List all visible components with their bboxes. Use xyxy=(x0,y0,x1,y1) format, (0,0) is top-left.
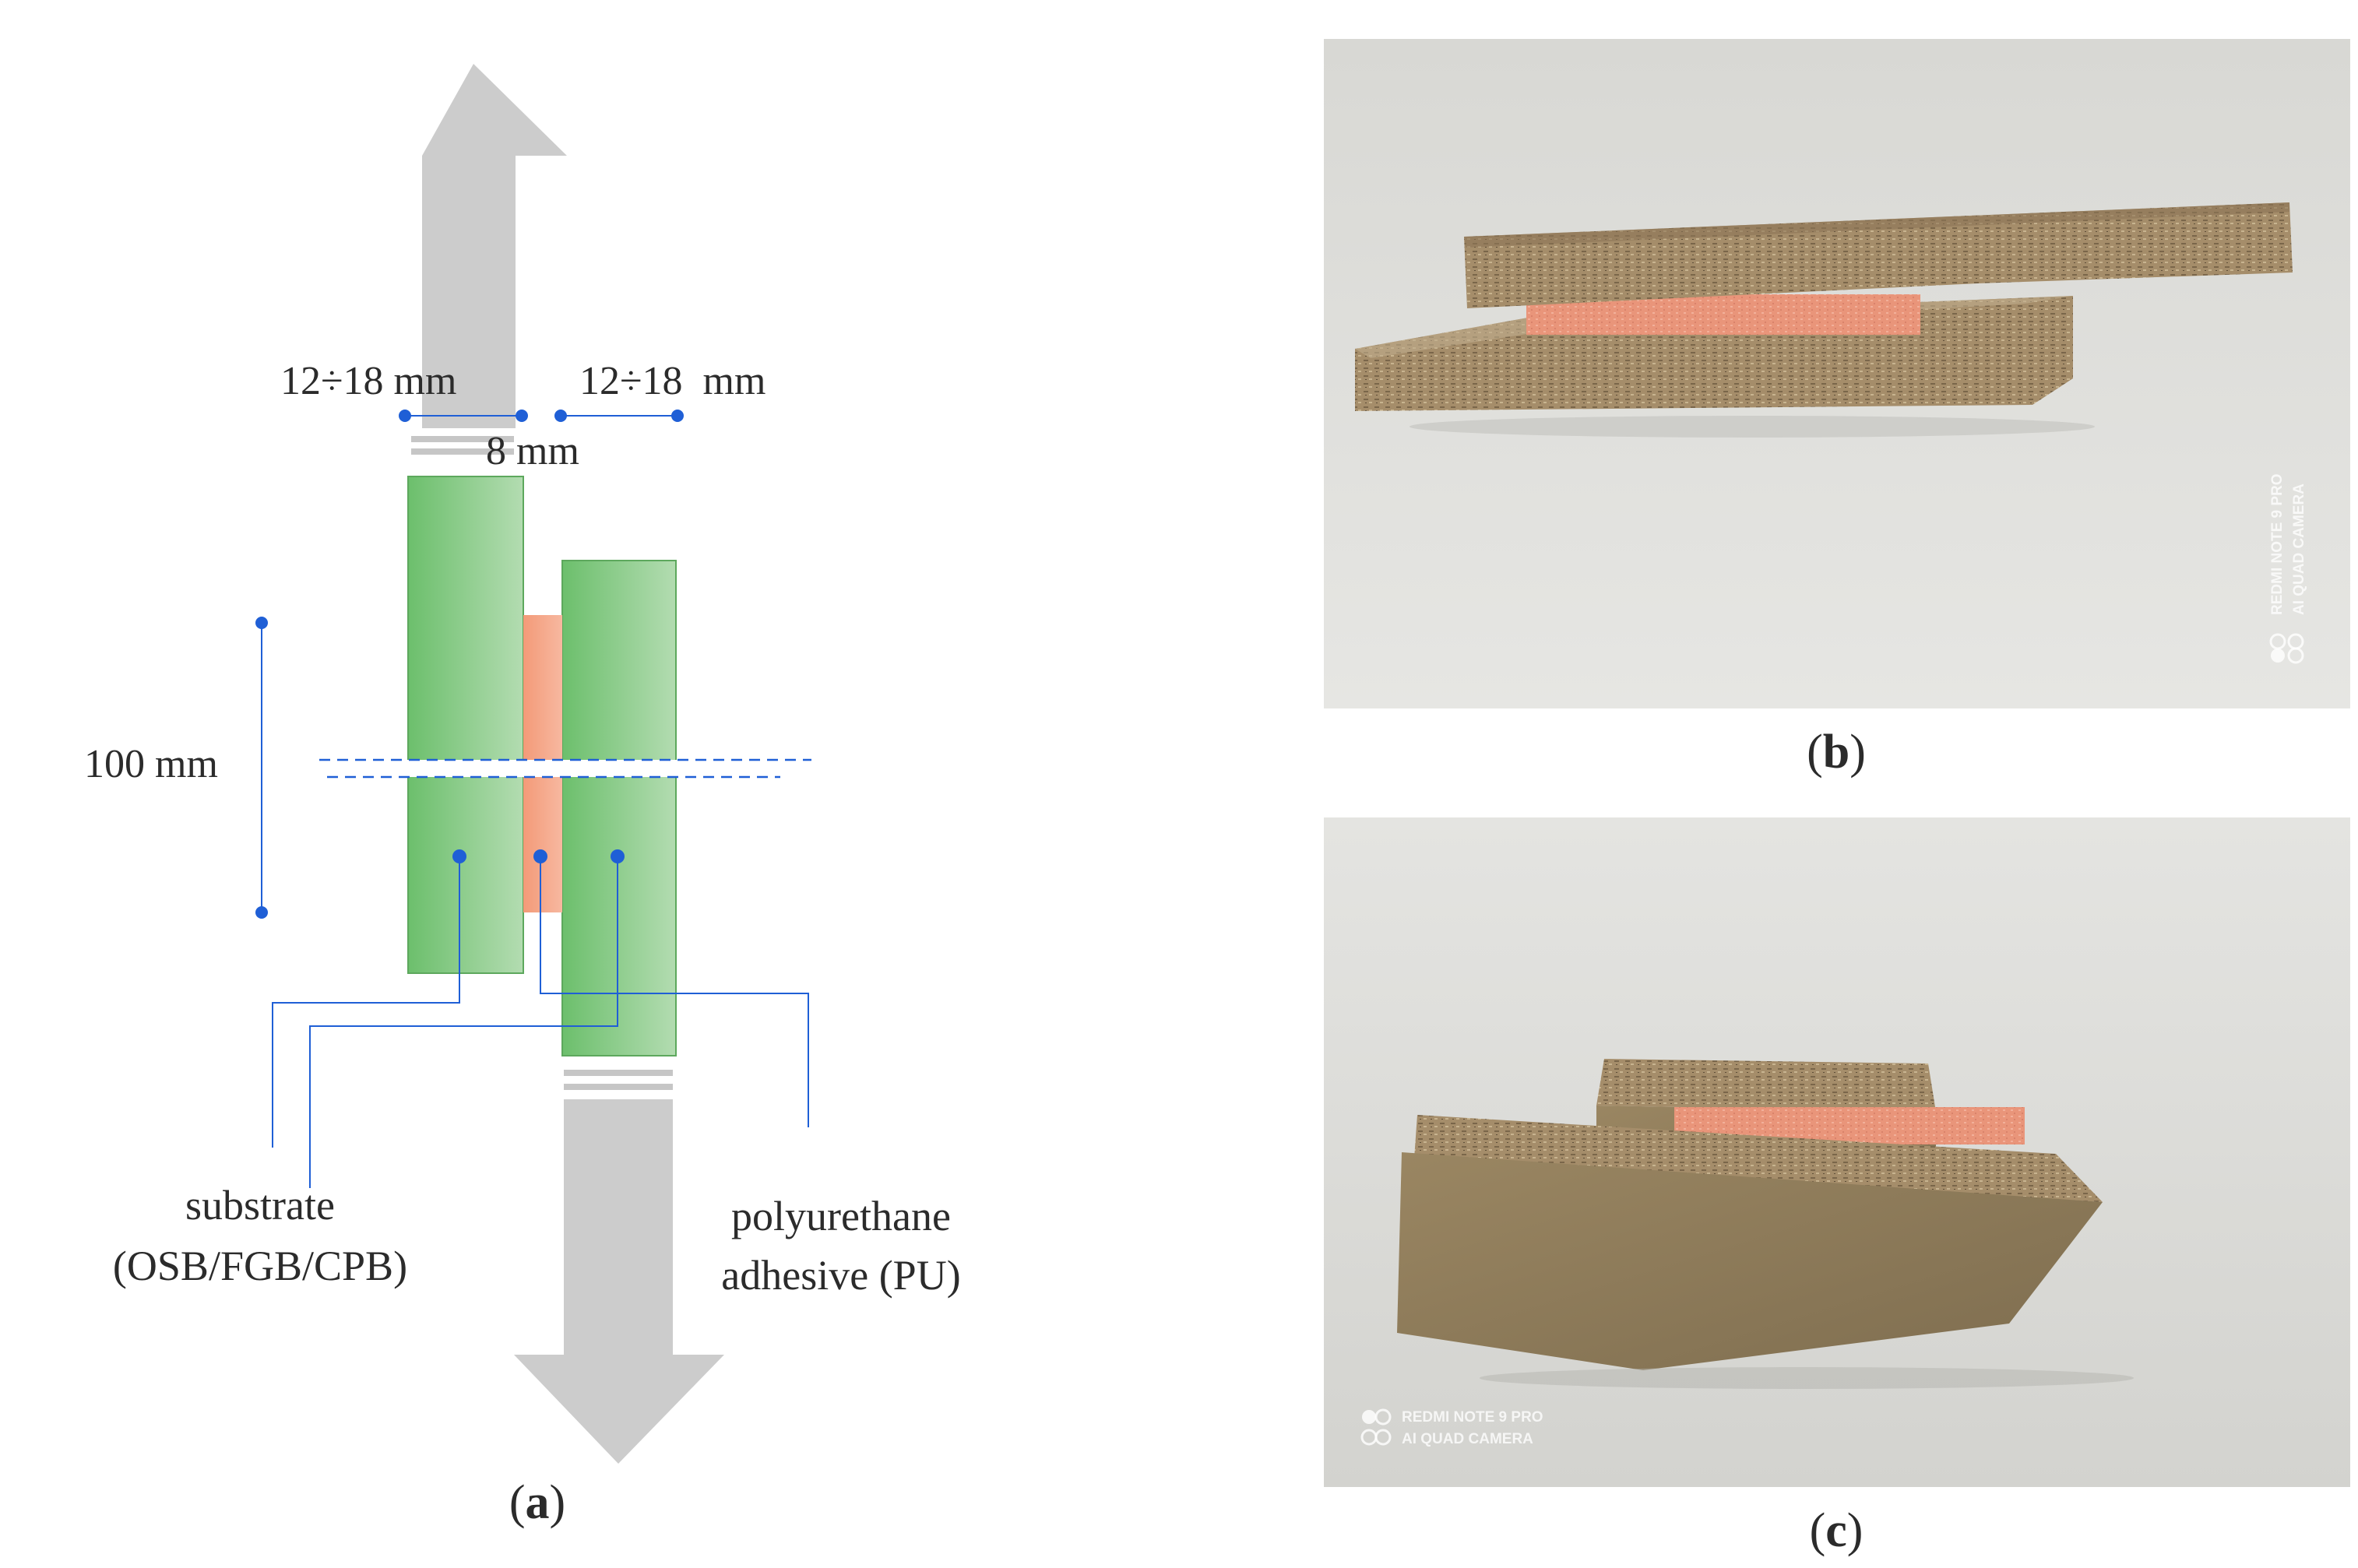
tension-arrow-down-icon xyxy=(514,1099,724,1464)
caption-c: (c) xyxy=(1810,1504,1864,1557)
leader-substrate-right xyxy=(309,856,618,1188)
leader-adhesive xyxy=(540,856,809,1127)
photo-c-watermark-camera: AI QUAD CAMERA xyxy=(1402,1431,1533,1447)
caption-a: (a) xyxy=(509,1476,565,1529)
dim-point xyxy=(255,906,268,919)
tension-arrow-up-icon xyxy=(422,64,567,428)
panel-a-diagram: 12÷18 mm 12÷18 mm 8 mm 100 mm substrate … xyxy=(84,64,961,1529)
dim-label-gap: 8 mm xyxy=(486,429,579,473)
label-substrate-type: (OSB/FGB/CPB) xyxy=(113,1243,407,1289)
grip-stripe-bottom xyxy=(564,1070,673,1076)
break-gap xyxy=(397,760,693,777)
dim-point xyxy=(554,410,567,422)
panel-c-photo: REDMI NOTE 9 PRO AI QUAD CAMERA (c) xyxy=(1324,817,2350,1557)
dim-label-left: 12÷18 mm xyxy=(280,359,456,403)
photo-b-watermark: REDMI NOTE 9 PRO AI QUAD CAMERA xyxy=(2269,473,2307,664)
photo-b-watermark-camera: AI QUAD CAMERA xyxy=(2291,483,2307,615)
dim-point xyxy=(399,410,411,422)
photo-b-watermark-model: REDMI NOTE 9 PRO xyxy=(2269,473,2286,615)
dim-label-right: 12÷18 mm xyxy=(579,359,765,403)
photo-b-lower-board-top xyxy=(1355,296,2073,358)
dim-point xyxy=(671,410,684,422)
leader-point xyxy=(611,849,625,863)
label-adhesive-type: adhesive (PU) xyxy=(721,1252,960,1299)
photo-c-front-board-edge xyxy=(1414,1115,2103,1202)
leader-point xyxy=(452,849,466,863)
grip-stripe-bottom xyxy=(564,1084,673,1090)
substrate-right xyxy=(561,560,677,1056)
leader-point xyxy=(533,849,547,863)
photo-b-shadow xyxy=(1410,416,2095,438)
grip-stripe-top xyxy=(411,436,514,442)
photo-b-upper-board-top xyxy=(1464,202,2289,248)
leader-substrate-left xyxy=(272,856,460,1148)
label-adhesive: polyurethane xyxy=(731,1193,951,1239)
label-substrate: substrate xyxy=(185,1182,335,1229)
dim-label-overlap: 100 mm xyxy=(84,742,218,786)
dim-point xyxy=(255,617,268,629)
substrate-left xyxy=(407,476,524,974)
photo-c-watermark: REDMI NOTE 9 PRO AI QUAD CAMERA xyxy=(1360,1408,1543,1447)
photo-c-shadow xyxy=(1480,1367,2134,1389)
photo-c-front-board-face xyxy=(1397,1152,2103,1370)
grip-stripe-top xyxy=(411,448,514,455)
panel-b-photo: REDMI NOTE 9 PRO AI QUAD CAMERA (b) xyxy=(1324,39,2350,779)
photo-c-watermark-model: REDMI NOTE 9 PRO xyxy=(1402,1409,1543,1426)
caption-b: (b) xyxy=(1807,726,1866,779)
photo-c-back-board-edge xyxy=(1596,1059,1936,1112)
dim-point xyxy=(516,410,528,422)
